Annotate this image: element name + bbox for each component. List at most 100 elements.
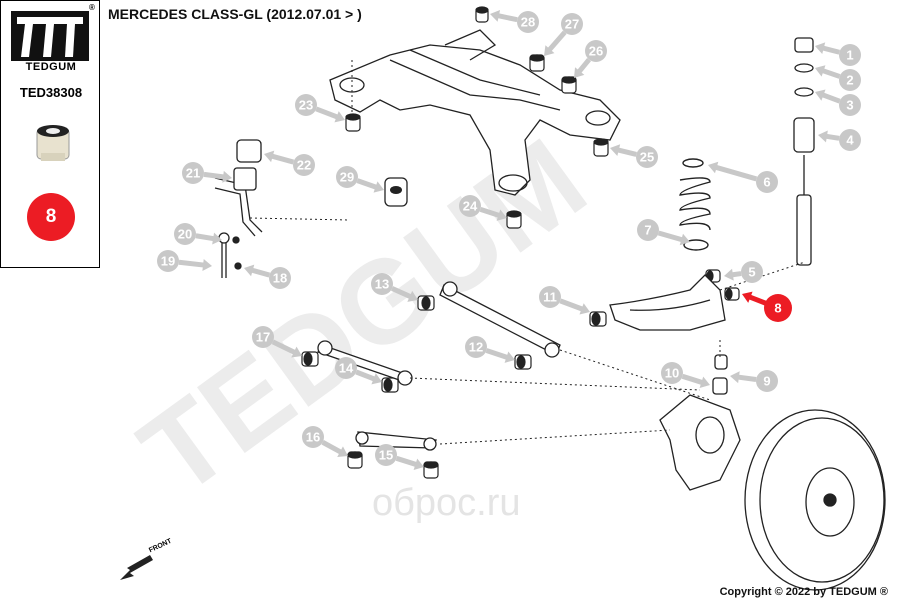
- bushing-11: [589, 311, 607, 327]
- callout-arrowhead: [730, 371, 740, 384]
- callout-leader: [681, 373, 706, 386]
- callout-number: 28: [521, 15, 535, 30]
- callout-circle: [375, 444, 397, 466]
- callout-arrowhead: [504, 351, 515, 363]
- callout-number: 6: [763, 175, 770, 190]
- callout-9: 9: [730, 370, 778, 392]
- callout-circle: [182, 162, 204, 184]
- callout-1: 1: [815, 42, 861, 66]
- callout-arrowhead: [496, 209, 507, 221]
- bushing-25: [593, 138, 609, 157]
- callout-leader: [395, 455, 420, 468]
- callout-circle: [302, 426, 324, 448]
- bushing-12: [514, 354, 532, 370]
- callout-number: 27: [565, 17, 579, 32]
- callout-circle: [459, 195, 481, 217]
- part-info-panel: ® TEDGUM TED38308 8: [0, 0, 100, 268]
- callout-circle: [517, 11, 539, 33]
- callout-number: 11: [543, 290, 557, 305]
- callout-circle: [269, 267, 291, 289]
- bushing-23: [345, 113, 361, 132]
- callout-number: 25: [640, 150, 654, 165]
- callout-circle: [661, 362, 683, 384]
- callout-leader: [819, 67, 841, 79]
- copyright-text: Copyright © 2022 by TEDGUM ®: [719, 586, 888, 598]
- callout-11: 11: [539, 286, 590, 315]
- callout-leader: [657, 230, 685, 243]
- callout-leader: [485, 348, 511, 361]
- bushing-thumbnail-icon: [36, 125, 70, 161]
- callout-arrowhead: [413, 458, 424, 471]
- callout-13: 13: [371, 273, 418, 302]
- bushing-27: [529, 54, 545, 72]
- bushing-8: [724, 287, 740, 301]
- callout-circle: [465, 336, 487, 358]
- bushing-16: [347, 451, 363, 469]
- callout-circle: [839, 129, 861, 151]
- selected-part-badge: 8: [27, 193, 75, 241]
- callout-number: 10: [665, 366, 679, 381]
- callout-circle: [561, 13, 583, 35]
- callout-circle: [839, 69, 861, 91]
- callout-number: 12: [469, 340, 483, 355]
- callout-leader: [735, 374, 757, 383]
- callout-leader: [269, 153, 295, 165]
- callout-arrowhead: [815, 65, 826, 77]
- callout-number: 8: [774, 301, 781, 316]
- callout-number: 17: [256, 330, 270, 345]
- callout-arrowhead: [574, 67, 585, 78]
- callout-24: 24: [459, 195, 507, 221]
- callout-leader: [356, 178, 380, 191]
- callout-arrowhead: [815, 42, 826, 55]
- callout-leader: [559, 298, 586, 313]
- callout-arrowhead: [202, 259, 212, 271]
- callout-leader: [819, 91, 841, 104]
- callout-number: 2: [846, 73, 853, 88]
- callout-circle: [293, 154, 315, 176]
- callout-number: 18: [273, 271, 287, 286]
- callout-number: 22: [297, 158, 311, 173]
- part-callouts: 1234567891011121314151617181920212223242…: [157, 9, 861, 471]
- callout-leader: [391, 286, 414, 300]
- coil-spring: [679, 158, 711, 251]
- bushing-14: [381, 377, 399, 393]
- callout-29: 29: [336, 166, 384, 193]
- callout-circle: [174, 223, 196, 245]
- callout-leader: [479, 207, 503, 219]
- callout-3: 3: [815, 89, 861, 116]
- bushing-15: [423, 461, 439, 479]
- callout-leader: [495, 12, 518, 23]
- callout-leader: [271, 339, 298, 356]
- watermark-site: oбpoc.ru: [372, 482, 521, 524]
- callout-5: 5: [724, 261, 763, 283]
- callout-22: 22: [264, 150, 315, 176]
- callout-arrowhead: [724, 268, 734, 281]
- callout-arrowhead: [818, 130, 828, 143]
- callout-circle: [741, 261, 763, 283]
- callout-leader: [615, 146, 637, 157]
- callout-arrowhead: [699, 376, 710, 389]
- callout-2: 2: [815, 65, 861, 91]
- callout-leader: [195, 233, 217, 242]
- callout-arrowhead: [222, 170, 232, 183]
- bushing-17: [301, 351, 319, 367]
- assembly-guide-lines: [249, 60, 806, 445]
- brand-name: TEDGUM: [25, 61, 77, 73]
- callout-number: 14: [339, 361, 354, 376]
- callout-circle: [637, 219, 659, 241]
- callout-number: 16: [306, 430, 320, 445]
- callout-17: 17: [252, 326, 302, 358]
- callout-number: 24: [463, 199, 478, 214]
- callout-number: 5: [748, 265, 755, 280]
- callout-arrowhead: [579, 303, 590, 315]
- bushings: [301, 6, 740, 479]
- callout-16: 16: [302, 426, 348, 457]
- callout-number: 23: [299, 98, 313, 113]
- callout-circle: [539, 286, 561, 308]
- callout-circle: [839, 94, 861, 116]
- callout-arrowhead: [337, 446, 348, 457]
- callout-leader: [203, 171, 227, 180]
- callout-8: 8: [742, 291, 792, 322]
- callout-14: 14: [335, 357, 382, 385]
